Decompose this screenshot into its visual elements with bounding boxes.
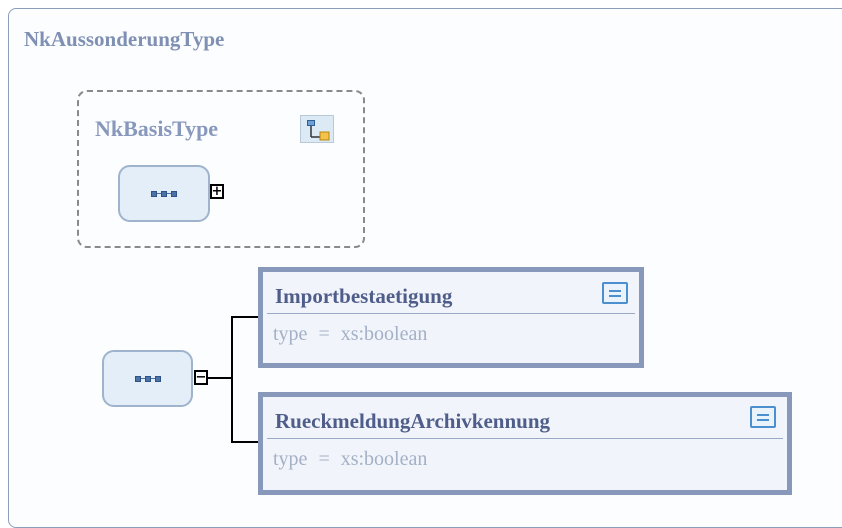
documentation-icon[interactable]: [602, 282, 628, 304]
complex-type-title: NkAussonderungType: [24, 27, 225, 51]
connector-line: [231, 316, 233, 443]
connector-line: [231, 441, 261, 443]
element-separator: [267, 438, 783, 439]
sequence-compositor[interactable]: [102, 350, 193, 407]
element-type: type = xs:boolean: [273, 323, 427, 346]
type-equals: =: [318, 448, 330, 470]
connector-line: [231, 316, 261, 318]
element-separator: [267, 313, 635, 314]
type-value: xs:boolean: [340, 448, 428, 470]
expand-toggle[interactable]: +: [210, 184, 224, 199]
type-label: type: [273, 323, 308, 345]
sequence-icon: [134, 375, 161, 382]
type-equals: =: [318, 323, 330, 345]
base-type-box[interactable]: [77, 90, 365, 248]
type-reference-icon: [300, 115, 334, 143]
element-name: Importbestaetigung: [275, 284, 453, 308]
base-type-title: NkBasisType: [95, 116, 219, 141]
sequence-icon: [151, 190, 177, 197]
connector-line: [208, 377, 232, 379]
element-name: RueckmeldungArchivkennung: [275, 409, 551, 433]
type-value: xs:boolean: [340, 323, 428, 345]
type-label: type: [273, 448, 308, 470]
element-type: type = xs:boolean: [273, 448, 427, 471]
documentation-icon[interactable]: [750, 406, 776, 428]
base-sequence-compositor[interactable]: [118, 165, 210, 222]
element-importbestaetigung[interactable]: Importbestaetigung type = xs:boolean: [258, 267, 644, 368]
collapse-toggle[interactable]: −: [194, 370, 208, 385]
element-rueckmeldungarchivkennung[interactable]: RueckmeldungArchivkennung type = xs:bool…: [258, 392, 792, 495]
